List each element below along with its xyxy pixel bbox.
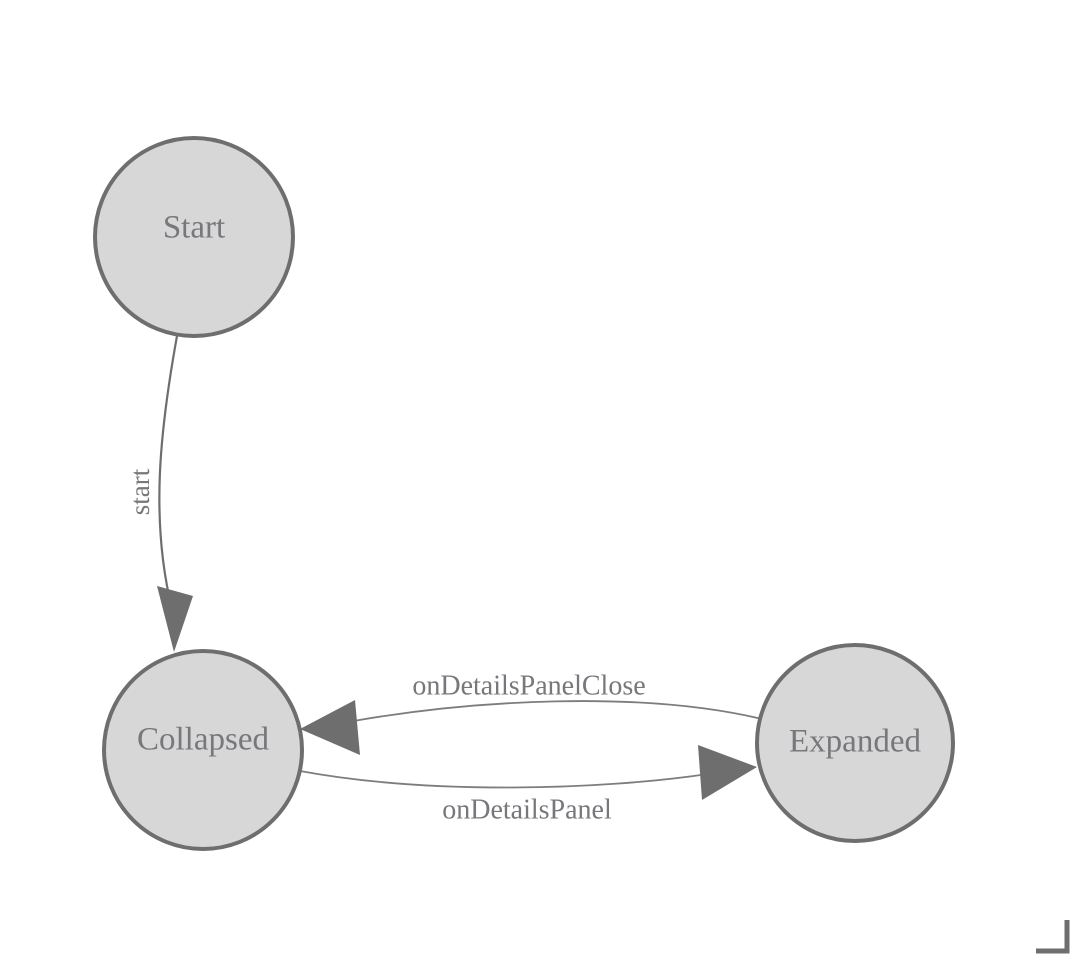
edge-start-to-collapsed-line [158,335,179,610]
node-expanded[interactable]: Expanded [755,643,955,843]
edge-start-to-collapsed[interactable]: start [125,335,193,652]
edge-label-on-details-panel-close: onDetailsPanelClose [412,670,645,701]
edge-collapsed-to-expanded-arrowhead [698,745,757,800]
edge-label-start: start [125,468,155,515]
edge-expanded-to-collapsed[interactable]: onDetailsPanelClose [300,670,763,755]
edge-collapsed-to-expanded[interactable]: onDetailsPanel [299,745,757,825]
node-start[interactable]: Start [93,136,295,338]
node-start-circle [93,136,295,338]
resize-corner-handle[interactable] [1036,920,1070,954]
edge-expanded-to-collapsed-arrowhead [300,700,360,755]
edge-collapsed-to-expanded-line [299,770,709,789]
node-collapsed-label: Collapsed [137,722,269,758]
node-expanded-label: Expanded [789,724,921,760]
edge-label-on-details-panel: onDetailsPanel [442,794,612,825]
edge-start-to-collapsed-arrowhead [157,586,193,652]
node-collapsed[interactable]: Collapsed [102,649,304,851]
node-start-label: Start [163,210,225,246]
node-collapsed-circle [102,649,304,851]
node-expanded-circle [755,643,955,843]
edge-expanded-to-collapsed-line [347,700,763,723]
